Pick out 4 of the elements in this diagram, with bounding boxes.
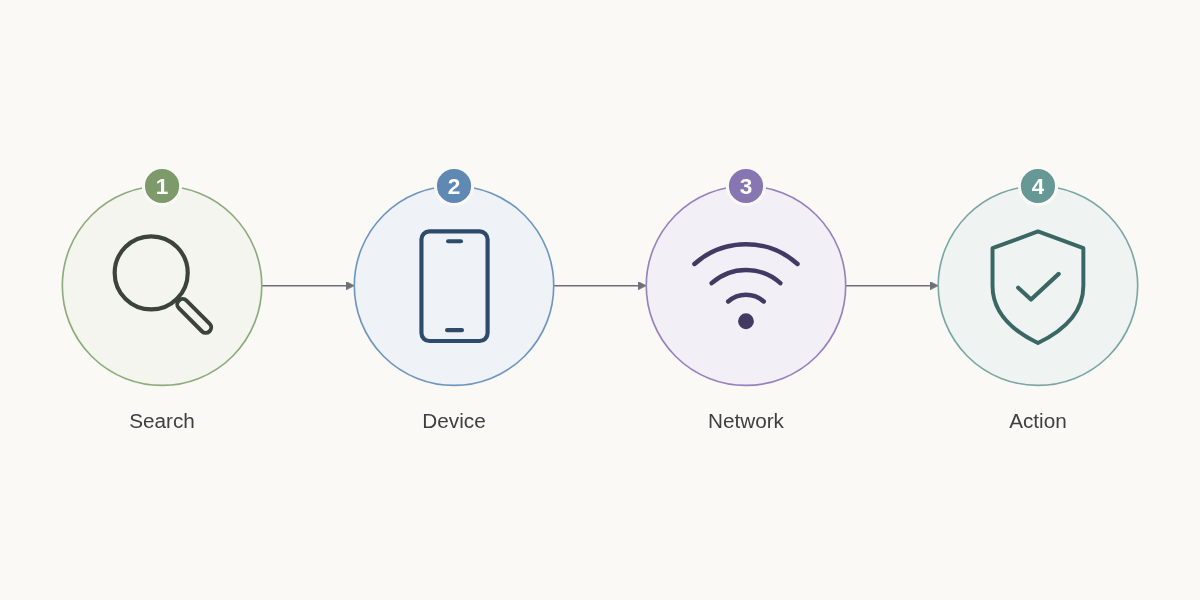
step-label: Network (708, 409, 784, 433)
step-label: Action (1009, 409, 1067, 433)
step-label: Search (129, 409, 195, 433)
step-label: Device (422, 409, 486, 433)
